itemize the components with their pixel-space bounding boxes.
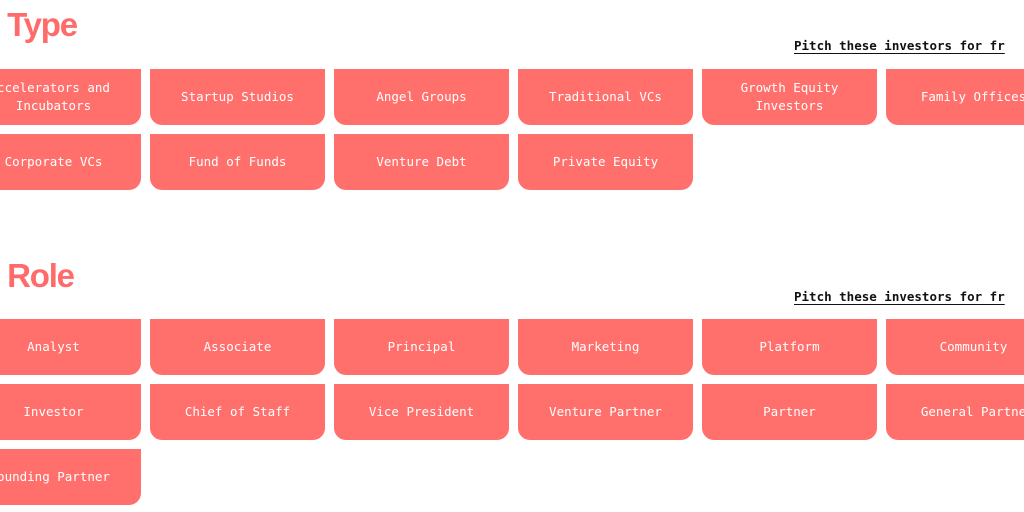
investor-role-tile-4[interactable]: Platform: [702, 319, 877, 375]
investor-role-tile-6[interactable]: Investor: [0, 384, 141, 440]
investor-role-tile-8[interactable]: Vice President: [334, 384, 509, 440]
investor-type-tile-6[interactable]: Corporate VCs: [0, 134, 141, 190]
investor-role-tile-10[interactable]: Partner: [702, 384, 877, 440]
investor-role-tile-0[interactable]: Analyst: [0, 319, 141, 375]
investor-type-tile-0[interactable]: ccelerators and Incubators: [0, 69, 141, 125]
investor-type-tile-9[interactable]: Private Equity: [518, 134, 693, 190]
investor-role-tile-2[interactable]: Principal: [334, 319, 509, 375]
investor-type-tile-3[interactable]: Traditional VCs: [518, 69, 693, 125]
investor-role-tile-1[interactable]: Associate: [150, 319, 325, 375]
section-title-by-role: y Role: [0, 257, 75, 294]
investor-type-tile-2[interactable]: Angel Groups: [334, 69, 509, 125]
investor-type-tile-8[interactable]: Venture Debt: [334, 134, 509, 190]
investor-role-tile-3[interactable]: Marketing: [518, 319, 693, 375]
pitch-investors-link-role[interactable]: Pitch these investors for fr: [794, 289, 1005, 304]
section-title-by-type: y Type: [0, 6, 78, 43]
investor-type-tile-5[interactable]: Family Offices: [886, 69, 1024, 125]
pitch-investors-link-type[interactable]: Pitch these investors for fr: [794, 38, 1005, 53]
investor-type-tile-1[interactable]: Startup Studios: [150, 69, 325, 125]
investor-role-tile-12[interactable]: ounding Partner: [0, 449, 141, 505]
investor-role-tile-5[interactable]: Community: [886, 319, 1024, 375]
investor-role-tile-7[interactable]: Chief of Staff: [150, 384, 325, 440]
investor-role-tile-9[interactable]: Venture Partner: [518, 384, 693, 440]
investor-type-tile-4[interactable]: Growth Equity Investors: [702, 69, 877, 125]
investor-type-tile-7[interactable]: Fund of Funds: [150, 134, 325, 190]
investor-role-tile-11[interactable]: General Partne: [886, 384, 1024, 440]
